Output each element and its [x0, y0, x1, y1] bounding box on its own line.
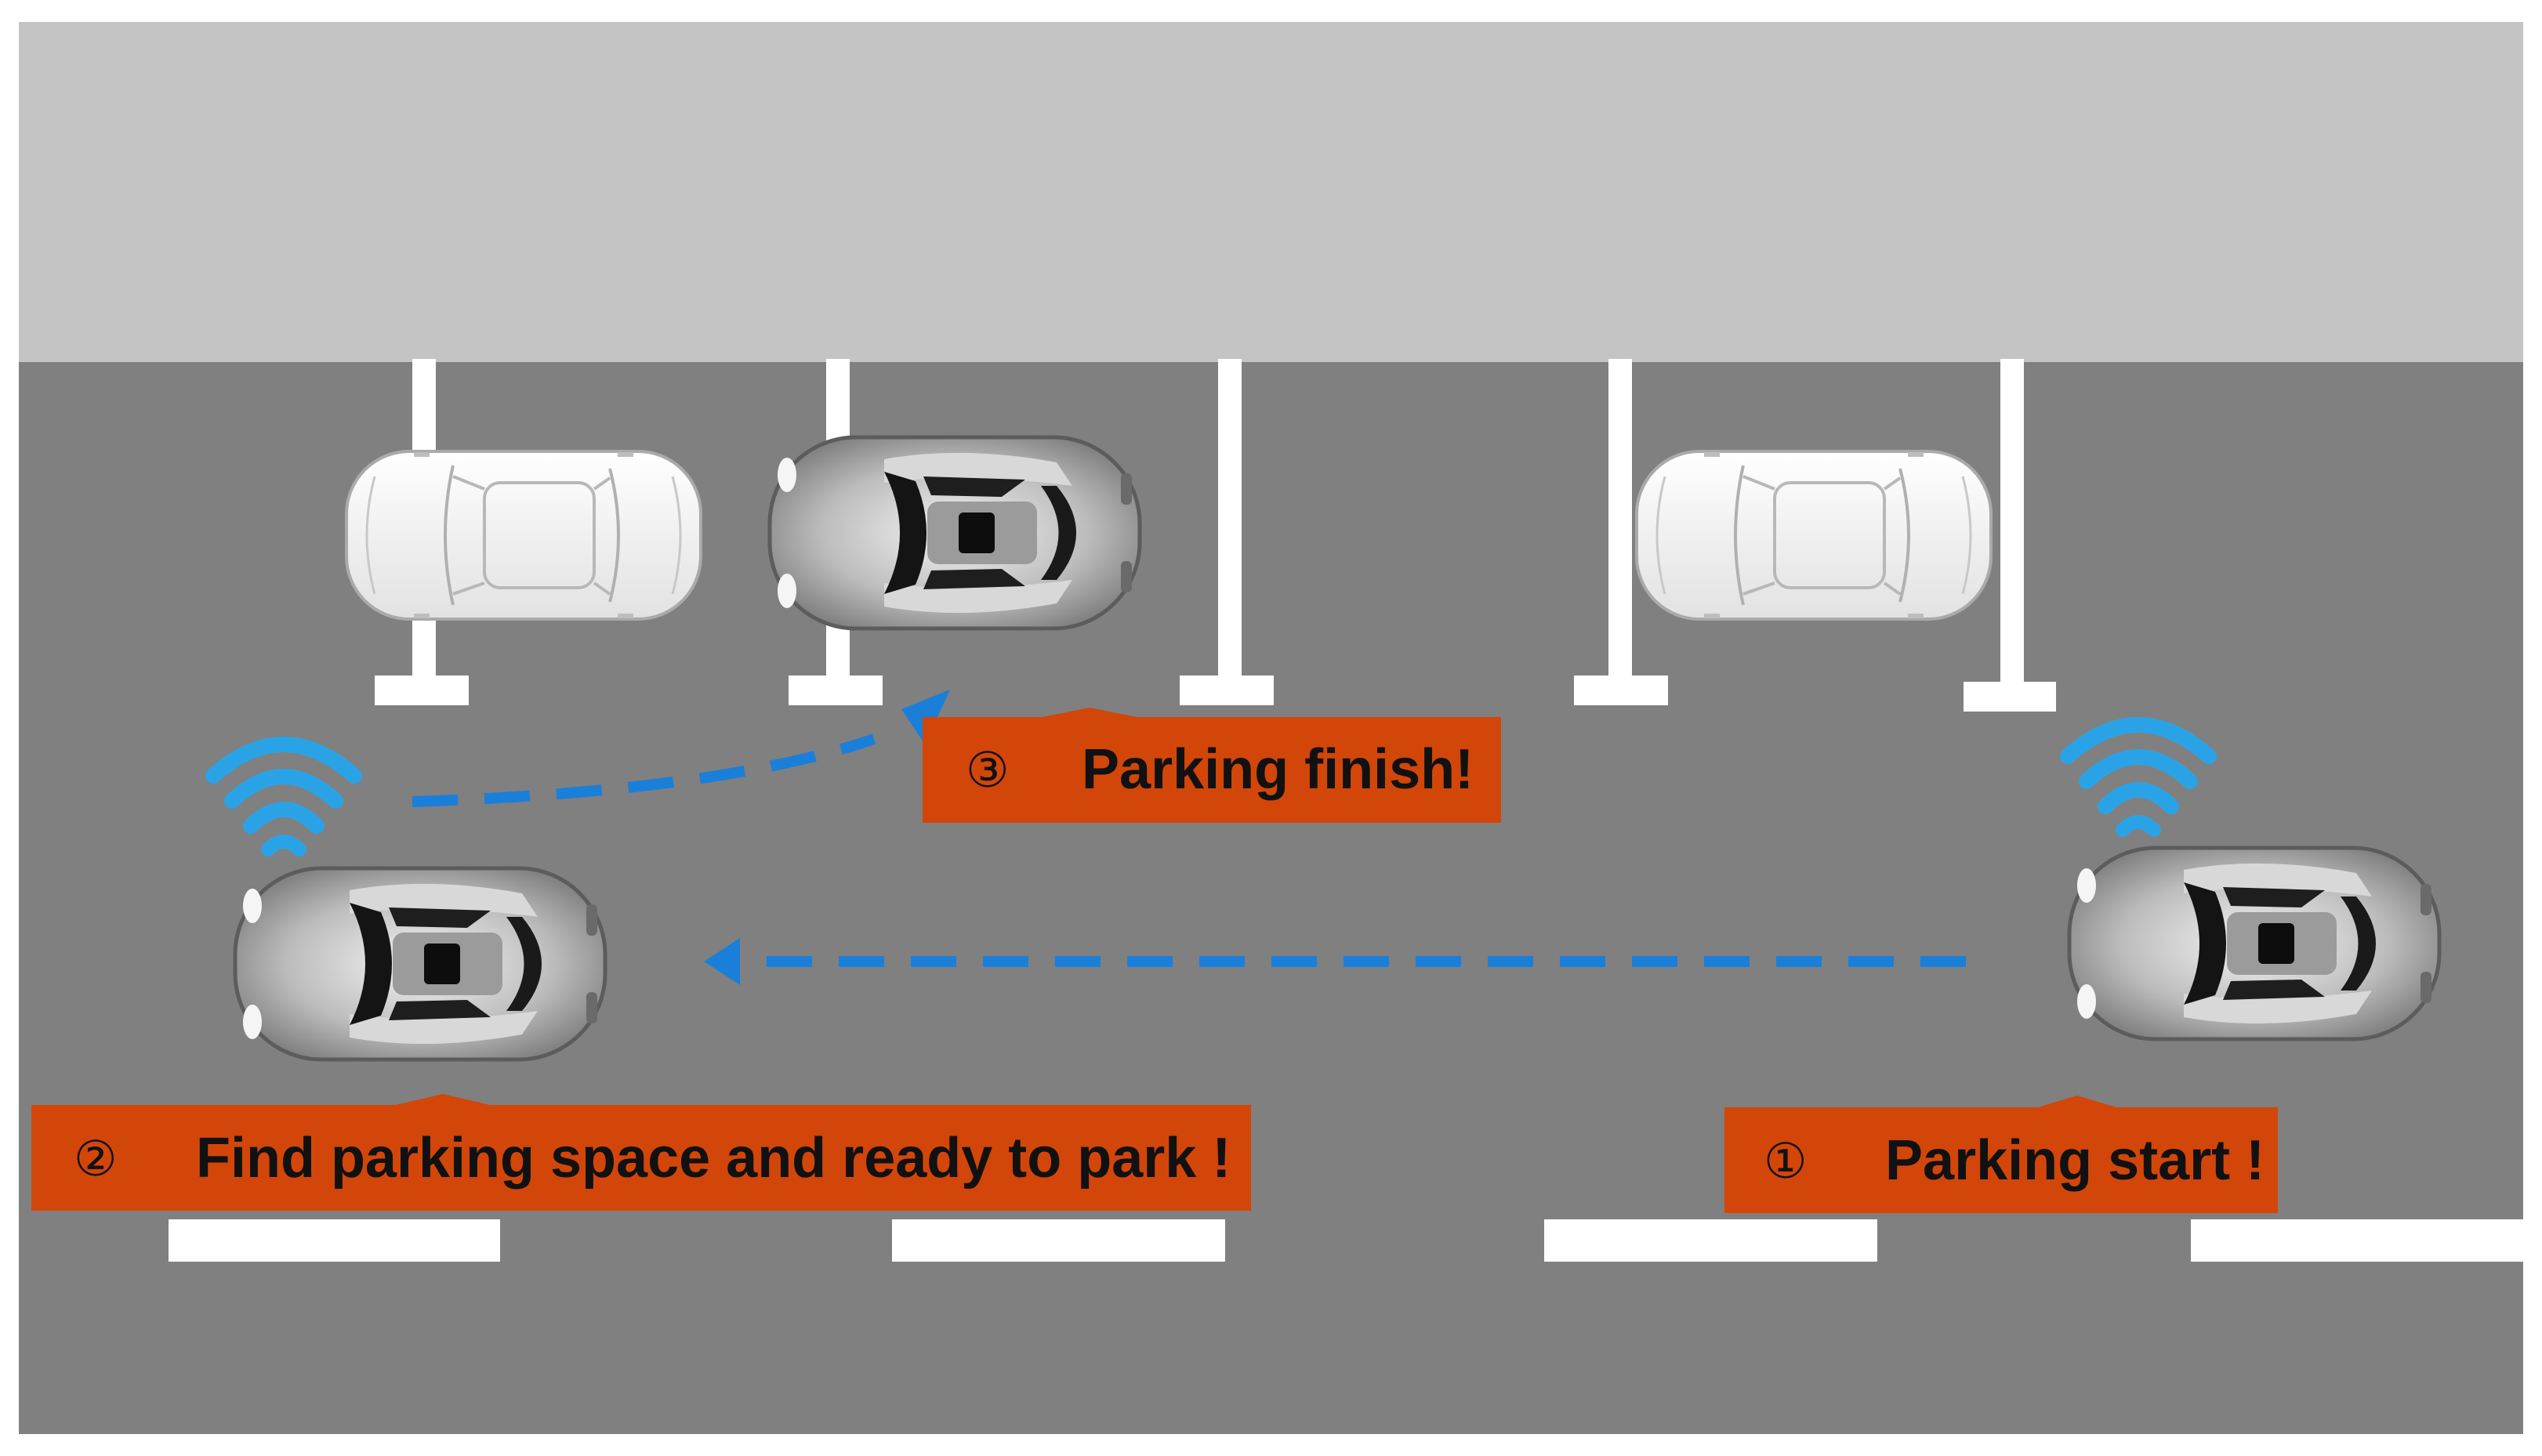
arrow-head	[704, 938, 740, 985]
lane-dash	[1544, 1219, 1877, 1262]
callout-step-1: ① Parking start !	[1724, 1096, 2278, 1213]
ready-car-icon	[235, 868, 605, 1059]
lane-dash	[169, 1219, 500, 1262]
lane-dash	[2191, 1219, 2523, 1262]
divider-4	[1574, 359, 1668, 705]
step-3-text: Parking finish!	[1082, 738, 1474, 801]
parked-car-1-icon	[346, 451, 701, 619]
step-3-number: ③	[966, 741, 1010, 799]
callout-step-2: ② Find parking space and ready to park !	[31, 1094, 1251, 1211]
divider-5	[1964, 359, 2056, 712]
finished-car-icon	[770, 437, 1140, 628]
step-2-text: Find parking space and ready to park !	[196, 1127, 1231, 1190]
sidewalk	[19, 22, 2523, 362]
start-car-icon	[2069, 848, 2439, 1039]
lane-markings	[169, 1219, 2523, 1262]
step-1-number: ①	[1764, 1132, 1808, 1190]
step-1-text: Parking start !	[1885, 1129, 2265, 1192]
divider-3	[1180, 359, 1274, 705]
parked-car-2-icon	[1637, 451, 1991, 619]
parking-dividers	[375, 359, 2056, 712]
callout-step-3: ③ Parking finish!	[923, 708, 1501, 823]
lane-dash	[892, 1219, 1225, 1262]
step-2-number: ②	[74, 1130, 118, 1187]
dashed-arrow-icon	[412, 733, 876, 807]
